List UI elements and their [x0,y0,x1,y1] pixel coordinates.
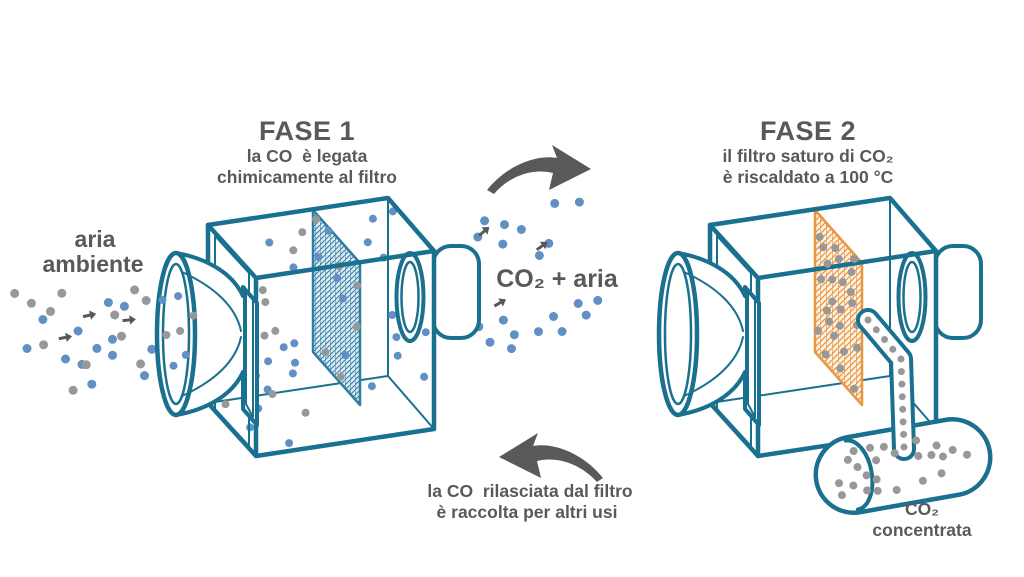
transfer-tube [856,308,916,461]
output-air-label: CO₂ + aria [496,265,618,293]
phase2-title: FASE 2 [759,116,857,146]
capsule-label-2: concentrata [872,520,972,540]
phase1-funnel-molecules [158,292,198,370]
phase1-machine [157,198,481,456]
phase1-title: FASE 1 [258,116,356,146]
curved-arrow-right-icon [487,145,591,194]
outflow-air-molecules [473,197,603,354]
phase1-outlet-port [394,251,426,343]
phase2-subtitle-1: il filtro saturo di CO₂ [722,146,894,166]
released-co2-caption-2: è raccolta per altri usi [436,502,618,522]
phase1-outlet-cylinder [431,244,481,340]
phase2-outlet-cylinder [933,244,983,340]
co2-capsule-contents [835,436,972,512]
phase1-subtitle-1: la CO è legata [246,146,368,166]
input-air-label-1: aria [74,226,116,252]
ambient-air-molecules [10,285,157,395]
input-air-label-2: ambiente [42,251,144,277]
phase2-subtitle-2: è riscaldato a 100 °C [722,167,894,187]
phase2-filter-co2-molecules [814,232,861,393]
phase2-outlet-port [896,251,928,343]
phase1-subtitle-2: chimicamente al filtro [217,167,397,187]
capsule-label-1: CO₂ [904,499,940,519]
tube-co2-molecules [864,316,908,451]
released-co2-caption-1: la CO rilasciata dal filtro [427,481,633,501]
curved-arrow-left-icon [499,433,603,482]
